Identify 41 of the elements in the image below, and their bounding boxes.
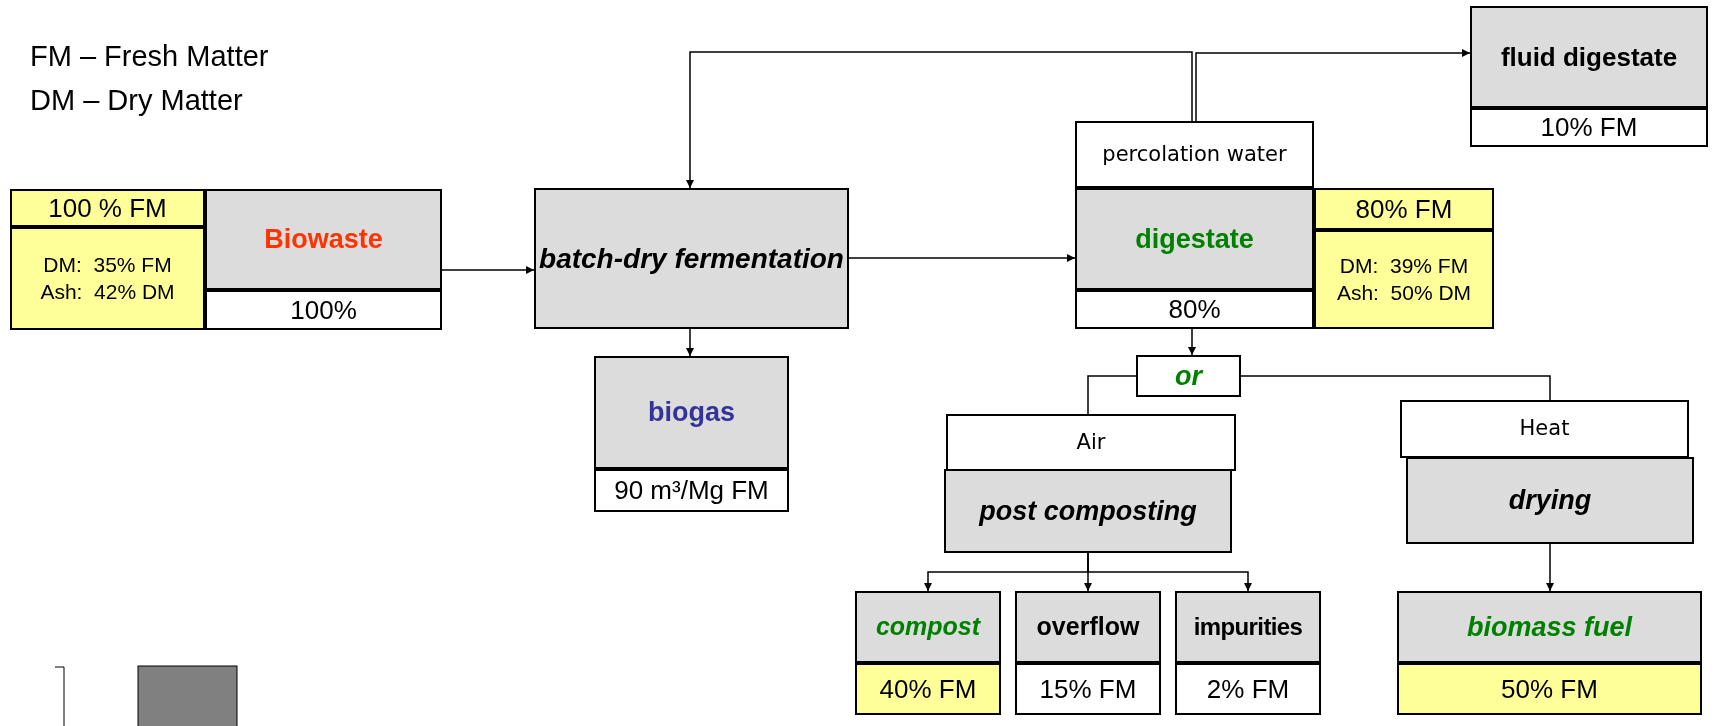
share-box: 2% FM: [1175, 663, 1321, 715]
share-box: 15% FM: [1015, 663, 1161, 715]
share-box: 100%: [205, 290, 442, 330]
composition-line: Ash: 42% DM: [40, 278, 175, 305]
material-box: Biowaste: [205, 189, 442, 290]
composition-line: DM: 35% FM: [43, 252, 172, 279]
yield-box: 90 m³/Mg FM: [594, 469, 789, 512]
abbreviation-note: DM – Dry Matter: [30, 86, 243, 115]
product-box: impurities: [1175, 591, 1321, 663]
share-box: 40% FM: [855, 663, 1001, 715]
product-box: compost: [855, 591, 1001, 663]
share-box: 80% FM: [1314, 188, 1494, 230]
process-box: batch-dry fermentation: [534, 188, 849, 329]
composition-line: DM: 39% FM: [1339, 253, 1469, 280]
process-box: post composting: [944, 469, 1232, 553]
arrow: [686, 328, 694, 357]
product-box: fluid digestate: [1470, 6, 1708, 108]
product-box: overflow: [1015, 591, 1161, 663]
choice-box: or: [1136, 355, 1241, 397]
share-box: 80%: [1075, 290, 1314, 329]
arrow: [1188, 328, 1196, 356]
composition-box: [10, 227, 205, 330]
composition-box: [1314, 230, 1494, 329]
input-box: Heat: [1400, 400, 1689, 458]
arrow: [686, 51, 1193, 189]
arrow: [1546, 543, 1554, 592]
composition-line: Ash: 50% DM: [1336, 279, 1472, 306]
product-box: digestate: [1075, 188, 1314, 290]
input-box: percolation water: [1075, 121, 1314, 188]
input-box: Air: [946, 414, 1236, 471]
share-box: 10% FM: [1470, 108, 1708, 147]
product-box: biogas: [594, 356, 789, 469]
share-box: 50% FM: [1397, 663, 1702, 715]
share-box: 100 % FM: [10, 189, 205, 227]
arrow: [441, 266, 535, 274]
arrow: [848, 254, 1076, 262]
abbreviation-note: FM – Fresh Matter: [30, 42, 269, 71]
arrow: [1195, 49, 1471, 122]
arrow: [1087, 552, 1252, 592]
product-box: biomass fuel: [1397, 591, 1702, 663]
process-box: drying: [1406, 457, 1694, 544]
